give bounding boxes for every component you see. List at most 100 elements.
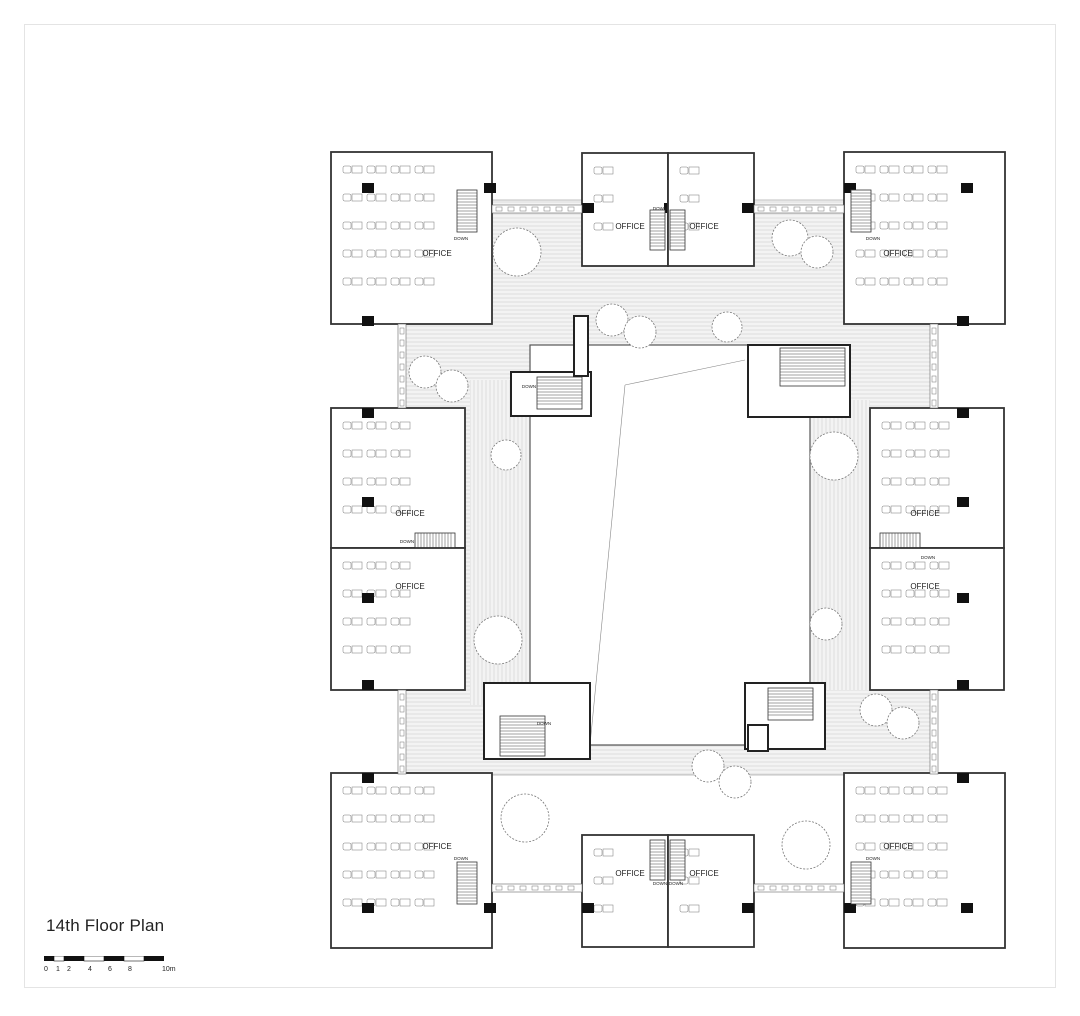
- desk: [888, 221, 900, 230]
- desk: [888, 814, 900, 823]
- railing-post: [931, 351, 937, 359]
- railing-post: [757, 885, 765, 891]
- desk: [914, 617, 926, 626]
- stair-down-label: DOWN: [653, 206, 667, 211]
- desk: [375, 842, 387, 851]
- tree: [435, 369, 469, 403]
- chair: [366, 477, 376, 486]
- railing-post: [757, 206, 765, 212]
- chair: [879, 898, 889, 907]
- desk: [914, 561, 926, 570]
- chair: [903, 898, 913, 907]
- desk: [351, 221, 363, 230]
- chair: [366, 221, 376, 230]
- desk: [912, 165, 924, 174]
- chair: [342, 814, 352, 823]
- chair: [855, 786, 865, 795]
- tree: [490, 439, 522, 471]
- desk: [914, 589, 926, 598]
- desk: [351, 165, 363, 174]
- chair: [927, 786, 937, 795]
- chair: [390, 277, 400, 286]
- desk: [912, 193, 924, 202]
- column: [957, 593, 969, 603]
- chair: [905, 477, 915, 486]
- railing-post: [817, 885, 825, 891]
- chair: [905, 561, 915, 570]
- desk: [399, 898, 411, 907]
- column: [582, 903, 594, 913]
- desk: [602, 848, 614, 857]
- chair: [905, 449, 915, 458]
- desk: [423, 249, 435, 258]
- chair: [881, 617, 891, 626]
- desk: [938, 561, 950, 570]
- railing-post: [805, 885, 813, 891]
- railing-post: [519, 885, 527, 891]
- chair: [593, 166, 603, 175]
- desk: [888, 249, 900, 258]
- desk: [888, 277, 900, 286]
- desk: [890, 617, 902, 626]
- stair: [536, 376, 583, 410]
- desk: [351, 421, 363, 430]
- desk: [912, 221, 924, 230]
- railing-frame: [929, 689, 939, 775]
- chair: [679, 194, 689, 203]
- desk: [351, 193, 363, 202]
- chair: [879, 249, 889, 258]
- railing-post: [931, 327, 937, 335]
- chair: [593, 904, 603, 913]
- chair: [593, 876, 603, 885]
- tree: [800, 235, 834, 269]
- desk: [399, 589, 411, 598]
- desk: [399, 249, 411, 258]
- railing-post: [931, 705, 937, 713]
- desk: [423, 870, 435, 879]
- desk: [399, 421, 411, 430]
- chair: [855, 249, 865, 258]
- desk: [399, 277, 411, 286]
- railing-post: [531, 206, 539, 212]
- chair: [905, 589, 915, 598]
- chair: [905, 421, 915, 430]
- desk: [399, 786, 411, 795]
- desk: [399, 561, 411, 570]
- chair: [927, 165, 937, 174]
- desk: [399, 870, 411, 879]
- stair-core: [510, 371, 592, 417]
- office-label: OFFICE: [422, 249, 451, 258]
- office-unit: [869, 407, 1005, 549]
- desk: [375, 505, 387, 514]
- chair: [342, 617, 352, 626]
- tree: [473, 615, 523, 665]
- railing: [929, 689, 939, 775]
- stair-down-label: DOWN: [669, 881, 683, 886]
- railing-frame: [397, 689, 407, 775]
- chair: [929, 477, 939, 486]
- desk: [423, 165, 435, 174]
- desk: [912, 842, 924, 851]
- desk: [375, 421, 387, 430]
- railing-post: [399, 363, 405, 371]
- railing-post: [531, 885, 539, 891]
- railing-post: [829, 885, 837, 891]
- column: [957, 773, 969, 783]
- tree: [809, 607, 843, 641]
- chair: [879, 814, 889, 823]
- column: [362, 497, 374, 507]
- chair: [903, 842, 913, 851]
- chair: [366, 277, 376, 286]
- chair: [927, 814, 937, 823]
- desk: [351, 449, 363, 458]
- stair: [779, 347, 846, 387]
- office-wall: [330, 151, 493, 325]
- desk: [399, 165, 411, 174]
- desk: [602, 876, 614, 885]
- railing-post: [399, 717, 405, 725]
- desk: [912, 898, 924, 907]
- desk: [938, 589, 950, 598]
- column: [742, 203, 754, 213]
- chair: [414, 249, 424, 258]
